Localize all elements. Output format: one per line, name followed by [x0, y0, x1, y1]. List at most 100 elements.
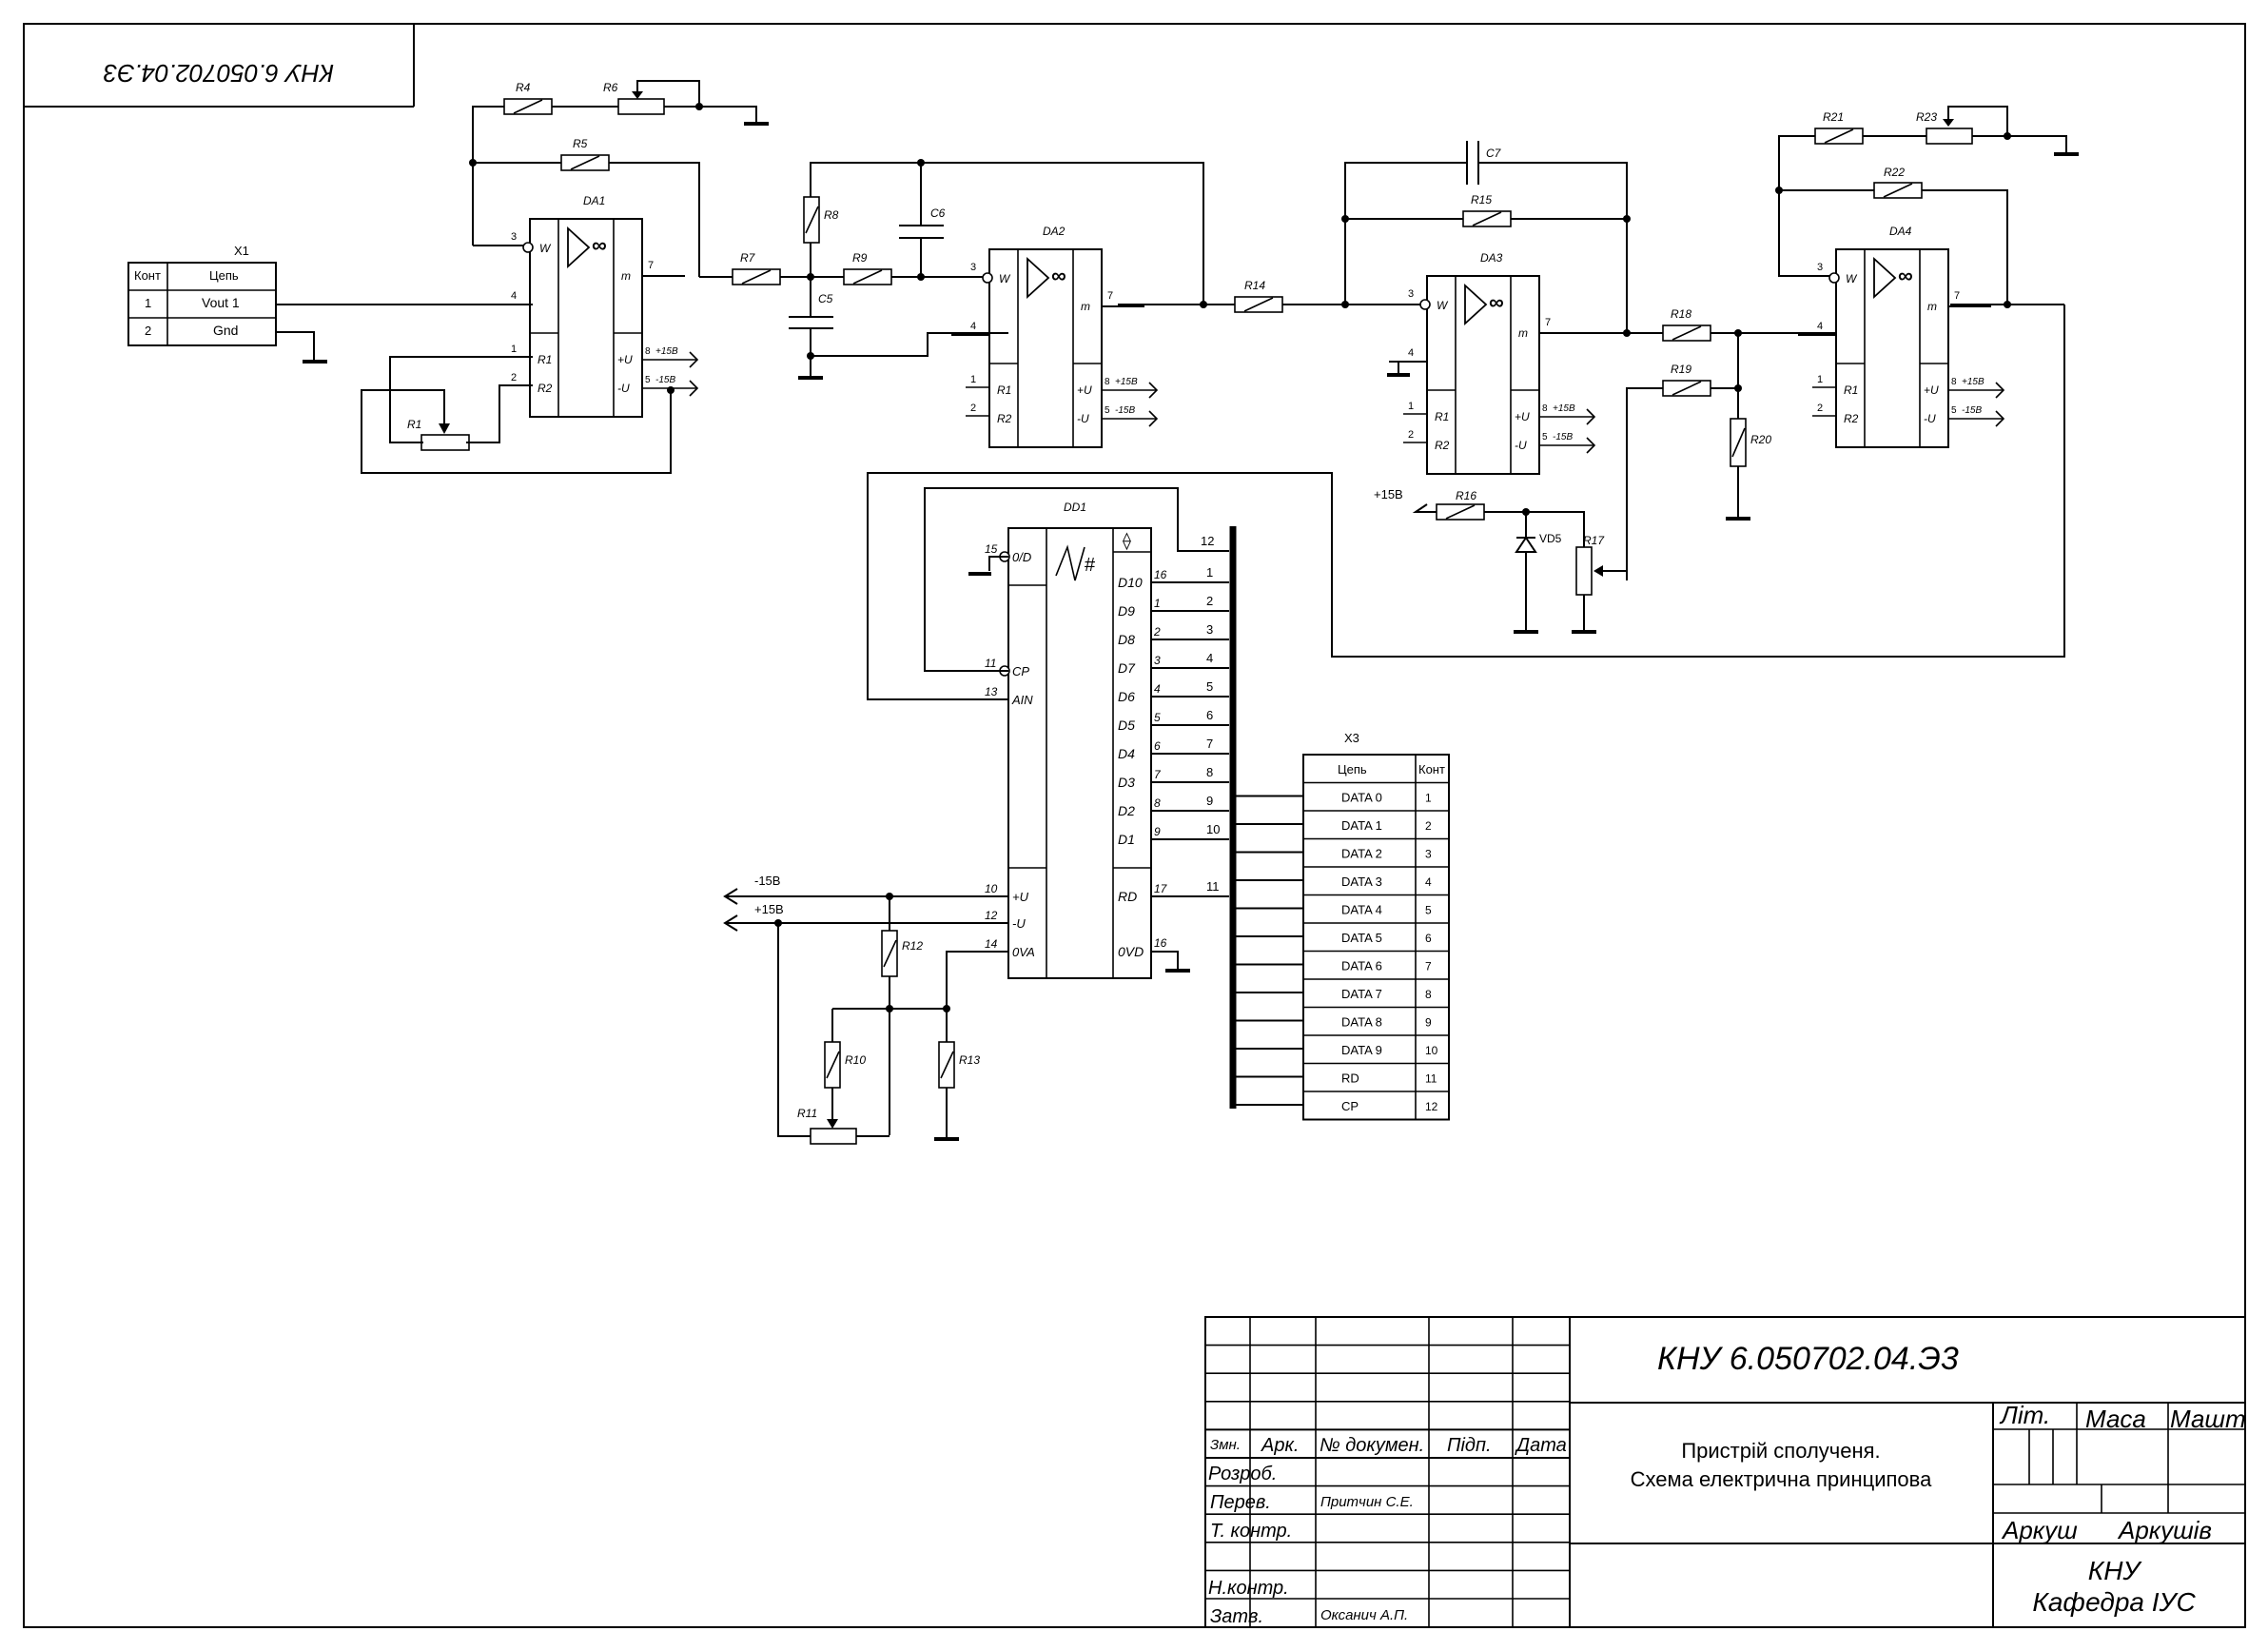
- dd1-right-num: 4: [1154, 682, 1161, 696]
- pin-r1: R1: [1435, 410, 1449, 423]
- pin-r1: R1: [997, 383, 1011, 397]
- pin-pu: +U: [617, 353, 633, 366]
- c6-label: C6: [930, 206, 946, 220]
- r7-label: R7: [740, 251, 756, 265]
- dd1-left-num: 11: [985, 657, 996, 670]
- r18-label: R18: [1671, 307, 1691, 321]
- rotated-code: КНУ 6.050702.04.Э3: [103, 59, 334, 88]
- dd1-right-num: 17: [1154, 882, 1168, 895]
- dd1-pins: 150/D11CP13AIN10+U12-U140VA16D1011D922D8…: [985, 534, 1229, 959]
- title-block: КНУ 6.050702.04.Э3 Пристрій сполученя. С…: [1204, 1316, 2246, 1628]
- pin-2: 2: [970, 403, 976, 414]
- pin-r2: R2: [1435, 439, 1450, 452]
- c5-label: C5: [818, 292, 833, 305]
- tb-org-1: КНУ: [2088, 1556, 2143, 1585]
- pin-mu: -U: [1077, 412, 1089, 425]
- bus-num: 8: [1206, 765, 1213, 779]
- r10-label: R10: [845, 1053, 866, 1067]
- dd1-right-name: D3: [1118, 775, 1135, 790]
- x1-h0: Конт: [134, 268, 161, 283]
- supply-p15: +15В: [1115, 377, 1138, 387]
- dd1-right-num: 16: [1154, 568, 1167, 581]
- pin-1: 1: [970, 374, 976, 385]
- chip-dd1: DD1 ⟠ # 150/D11CP13AIN10+U12-U140VA16D10…: [723, 487, 1237, 1145]
- x3-cell-num: 5: [1425, 904, 1432, 917]
- tb-arkushiv: Аркушів: [2117, 1516, 2212, 1544]
- dd1-adc-hash: #: [1085, 555, 1096, 576]
- x3-cell-name: DATA 2: [1341, 847, 1382, 861]
- bus-num: 3: [1206, 622, 1213, 637]
- r15-label: R15: [1471, 193, 1492, 206]
- bus-num: 7: [1206, 737, 1213, 751]
- pin-mu: -U: [1515, 439, 1527, 452]
- x1-r1c0: 2: [145, 324, 151, 338]
- x3-h1: Конт: [1418, 762, 1445, 776]
- x3-cell-num: 7: [1425, 960, 1432, 973]
- x3-cell-name: RD: [1341, 1071, 1359, 1086]
- pin-7: 7: [648, 260, 654, 271]
- dd1-top-sym: ⟠: [1123, 531, 1131, 551]
- tb-nkontr: Н.контр.: [1208, 1578, 1289, 1599]
- stage-da2-input: R7 R9 R8 C6 C5: [699, 159, 1204, 380]
- stage-da3: R14 C7 R15 R18 R19 R20: [1118, 141, 1836, 634]
- bus-num-12: 12: [1201, 534, 1214, 548]
- dd1-left-name: -U: [1012, 916, 1026, 931]
- bus-num: 1: [1206, 565, 1213, 580]
- stage-da1: R4 R6 R5 R1: [361, 80, 769, 474]
- tb-zatv-name: Оксанич А.П.: [1320, 1607, 1408, 1623]
- x3-cell-num: 9: [1425, 1016, 1432, 1030]
- tb-code: КНУ 6.050702.04.Э3: [1657, 1341, 1959, 1377]
- tb-title-1: Пристрій сполученя.: [1681, 1439, 1880, 1463]
- pin-8: 8: [1951, 377, 1957, 387]
- pin-5: 5: [1105, 405, 1110, 416]
- pin-pu: +U: [1077, 383, 1092, 397]
- pin-1: 1: [1408, 401, 1414, 412]
- pin-4: 4: [1408, 347, 1414, 359]
- dd1-left-num: 10: [985, 882, 998, 895]
- dd1-right-name: D8: [1118, 632, 1135, 647]
- supply-m15: -15В: [1553, 432, 1573, 442]
- x3-cell-num: 10: [1425, 1044, 1438, 1057]
- dd1-right-name: D10: [1118, 575, 1143, 590]
- x1-h1: Цепь: [209, 268, 239, 283]
- dd1-right-name: D9: [1118, 603, 1135, 619]
- x3-cell-name: DATA 7: [1341, 987, 1382, 1001]
- dd1-right-name: RD: [1118, 889, 1137, 904]
- dd1-left-name: 0/D: [1012, 550, 1031, 564]
- x3-cell-num: 11: [1425, 1072, 1437, 1086]
- tb-tkontr: Т. контр.: [1210, 1521, 1292, 1542]
- r5-label: R5: [573, 137, 588, 150]
- x1-r0c0: 1: [145, 296, 151, 310]
- pin-8: 8: [645, 346, 651, 357]
- opamp-label: DA4: [1889, 225, 1912, 238]
- pin-4: 4: [511, 290, 517, 302]
- tb-perev: Перев.: [1210, 1492, 1271, 1513]
- bus-num: 9: [1206, 794, 1213, 808]
- stage-da4: R21 R23 R22: [867, 106, 2079, 700]
- pin-w: W: [999, 272, 1011, 285]
- tb-zmn: Змн.: [1210, 1437, 1241, 1453]
- dd1-right-name: D4: [1118, 746, 1135, 761]
- potentiometer-r6: [617, 98, 665, 115]
- tb-org-2: Кафедра ІУС: [2032, 1587, 2196, 1617]
- x3-cell-num: 2: [1425, 819, 1432, 833]
- r16-label: R16: [1456, 489, 1476, 502]
- rotated-code-box: КНУ 6.050702.04.Э3: [24, 24, 415, 108]
- pin-mu: -U: [617, 382, 630, 395]
- pin-7: 7: [1107, 290, 1113, 302]
- tb-razrob: Розроб.: [1208, 1464, 1277, 1484]
- pin-r2: R2: [538, 382, 553, 395]
- dd1-right-num: 1: [1154, 597, 1161, 610]
- opamp-label: DA2: [1043, 225, 1066, 238]
- dd1-left-num: 15: [985, 542, 998, 556]
- potentiometer-r1: [420, 434, 470, 451]
- r20-label: R20: [1750, 433, 1771, 446]
- supply-p15: +15В: [1962, 377, 1984, 387]
- r23-label: R23: [1916, 110, 1937, 124]
- dd1-right-num: 2: [1153, 625, 1161, 639]
- tb-arkush: Аркуш: [2001, 1516, 2078, 1544]
- r4-label: R4: [516, 81, 531, 94]
